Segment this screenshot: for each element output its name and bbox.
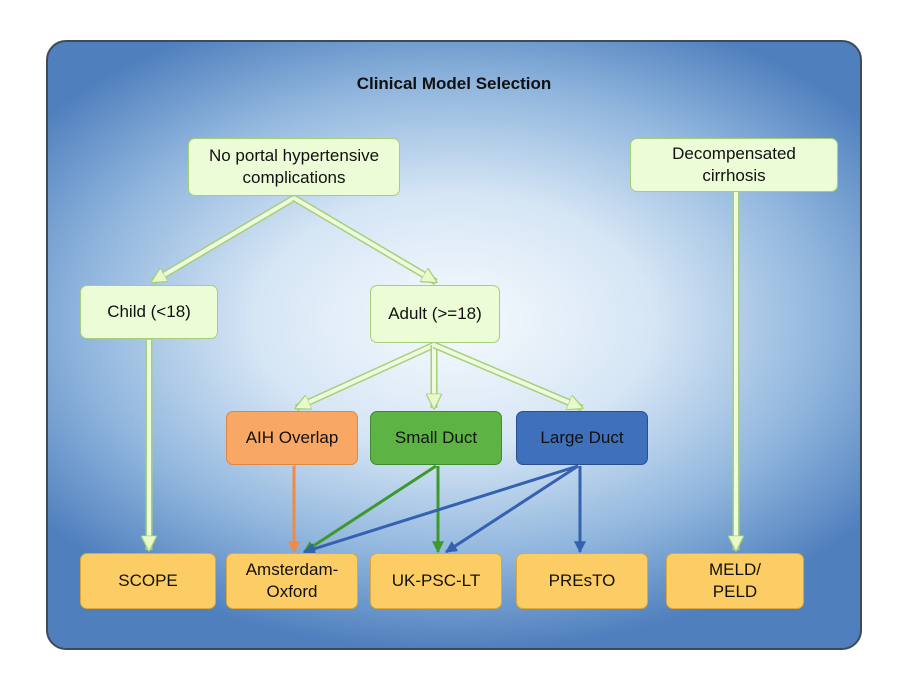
diagram-title: Clinical Model Selection	[356, 74, 552, 93]
edge-large-duct-to-uk-psc-lt	[444, 464, 579, 554]
node-meld-peld: MELD/ PELD	[666, 553, 804, 609]
edge-adult-to-large-duct	[432, 341, 582, 412]
node-uk-psc-lt: UK-PSC-LT	[370, 553, 502, 609]
edge-no-portal-to-child	[152, 194, 296, 286]
edge-large-duct-to-amsterdam	[302, 464, 579, 555]
diagram-arrows	[48, 192, 862, 555]
node-presto: PREsTO	[516, 553, 648, 609]
edge-no-portal-to-adult	[292, 194, 436, 286]
node-scope: SCOPE	[80, 553, 216, 609]
edge-adult-to-aih	[296, 341, 436, 412]
diagram-frame: Clinical Model Selection No portal hyper…	[46, 40, 862, 650]
node-amsterdam-oxford: Amsterdam- Oxford	[226, 553, 358, 609]
node-decompensated-cirrhosis: Decompensated cirrhosis	[630, 138, 838, 192]
node-small-duct: Small Duct	[370, 411, 502, 465]
node-large-duct: Large Duct	[516, 411, 648, 465]
node-aih-overlap: AIH Overlap	[226, 411, 358, 465]
node-child: Child (<18)	[80, 285, 218, 339]
edge-small-duct-to-amsterdam	[302, 464, 437, 554]
node-no-portal-hypertensive: No portal hypertensive complications	[188, 138, 400, 196]
node-adult: Adult (>=18)	[370, 285, 500, 343]
